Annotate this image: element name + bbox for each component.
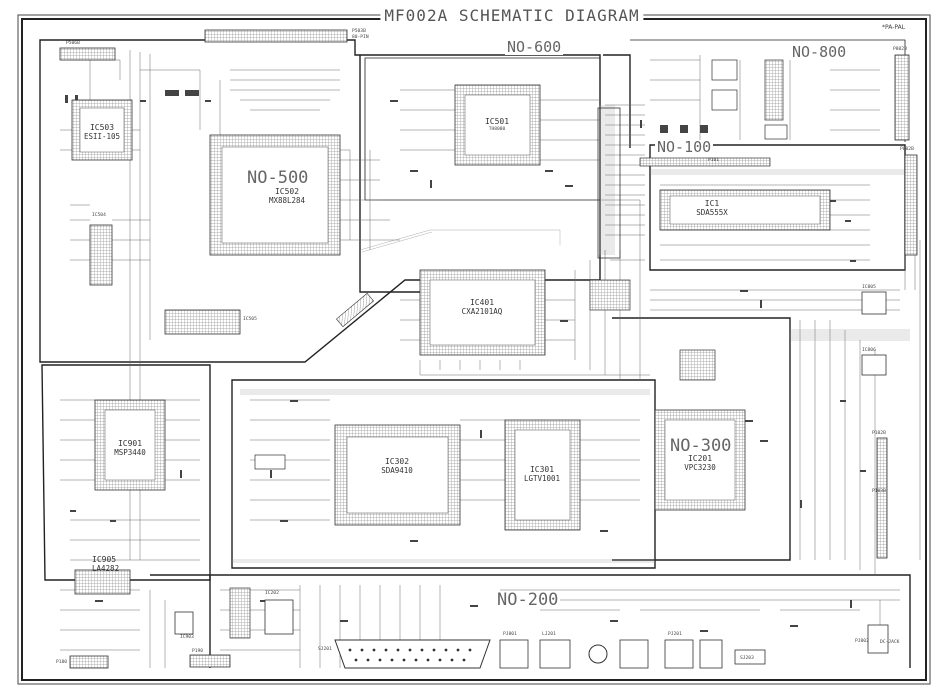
- ic805-label: IC805: [862, 285, 876, 290]
- bus-lines: [232, 105, 910, 563]
- dcjack-label: DC-JACK: [880, 640, 900, 645]
- zone-label-no200: NO-200: [495, 590, 561, 610]
- components: [65, 90, 866, 632]
- ic901-label: IC901: [117, 439, 143, 448]
- ic806-label: IC806: [862, 348, 876, 353]
- sj201-label: SJ201: [318, 647, 332, 652]
- ic201-label: IC201: [687, 454, 713, 463]
- zone-label-no300: NO-300: [668, 436, 734, 456]
- variant-note: *PA-PAL: [882, 24, 906, 31]
- ic503-part: ESII-105: [83, 132, 121, 141]
- ic-bodies: [71, 59, 887, 635]
- ic905-part: LA4282: [92, 564, 120, 573]
- ic503-label: IC503: [89, 123, 115, 132]
- ic905-label: IC905: [92, 555, 117, 564]
- ic401-label: IC401: [469, 298, 495, 307]
- p102-label: P102B: [872, 431, 886, 436]
- zone-label-no800: NO-800: [790, 43, 849, 61]
- pj201-label: PJ201: [668, 632, 682, 637]
- ic302-part: SDA9410: [381, 466, 413, 475]
- ic202-label: IC202: [265, 591, 279, 596]
- p180-label: P180: [56, 660, 68, 665]
- p190-label: P190: [192, 649, 204, 654]
- ic502-label: IC502: [274, 187, 300, 196]
- ic1-label: IC1: [704, 199, 720, 208]
- ic1-part: SDA555X: [696, 208, 728, 217]
- p101-label: P101: [708, 158, 720, 163]
- ic301-part: LGTV1001: [523, 474, 561, 483]
- diagram-title: MF002A SCHEMATIC DIAGRAM: [380, 8, 644, 24]
- ic502-part: MX88L284: [268, 196, 306, 205]
- p506-label: P506B: [66, 41, 80, 46]
- pj801-label: PJ801: [503, 632, 517, 637]
- ic504-label: IC504: [92, 213, 106, 218]
- ic301-label: IC301: [529, 465, 555, 474]
- p802a-label: P802B: [893, 47, 907, 52]
- zone-label-no500: NO-500: [245, 168, 311, 188]
- ic401-part: CXA2101AQ: [461, 307, 503, 316]
- ic505-label: IC505: [243, 317, 257, 322]
- ic302-label: IC302: [384, 457, 410, 466]
- diagonal-bus: [336, 292, 374, 328]
- p503-label: P503B: [352, 29, 366, 34]
- zone-label-no600: NO-600: [505, 38, 564, 56]
- connectors: [59, 29, 918, 669]
- pj802-label: PJ802: [855, 639, 869, 644]
- ic501-part: TH8080: [488, 127, 506, 132]
- p103-label: P103B: [872, 489, 886, 494]
- ic903-label: IC903: [180, 635, 194, 640]
- p503-pins: 80-PIN: [352, 35, 369, 40]
- lj201-label: LJ201: [542, 632, 556, 637]
- ic501-label: IC501: [484, 117, 510, 126]
- zone-label-no100: NO-100: [655, 138, 714, 156]
- p802b-label: P802B: [900, 147, 914, 152]
- ic201-part: VPC3230: [684, 463, 716, 472]
- sj203-label: SJ203: [740, 656, 754, 661]
- ic901-part: MSP3440: [114, 448, 146, 457]
